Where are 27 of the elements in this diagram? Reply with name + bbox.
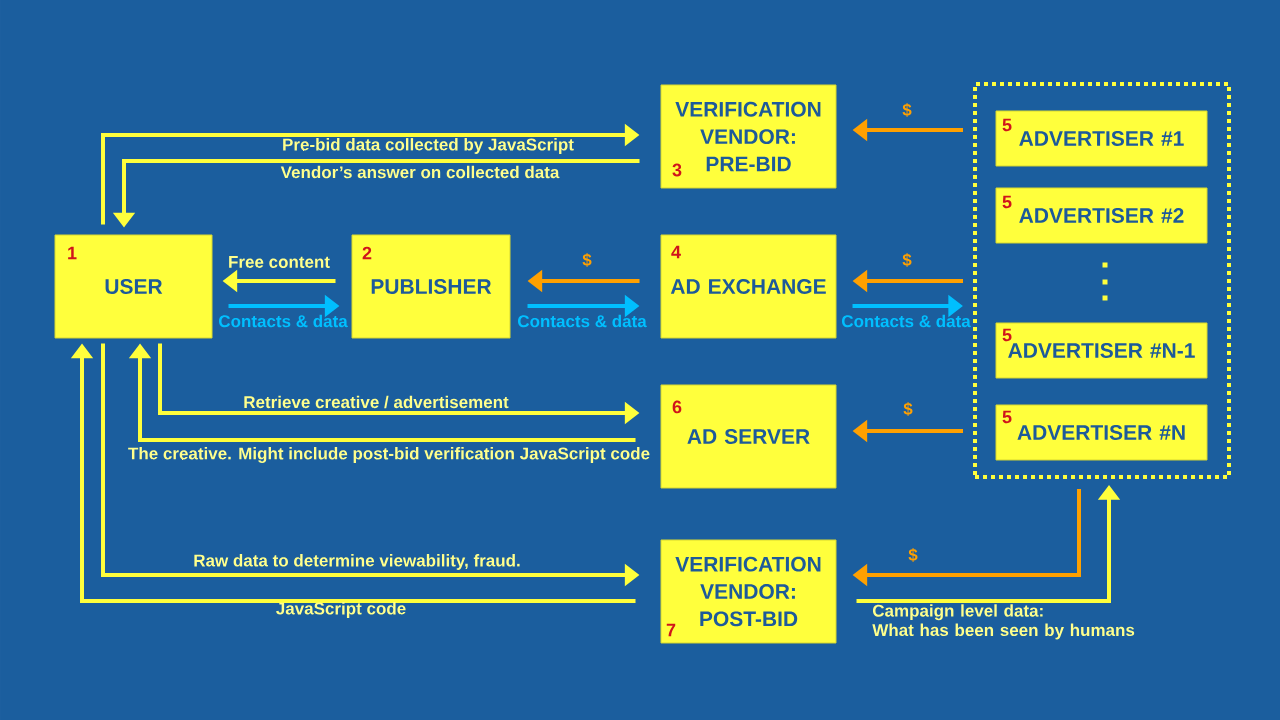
edge-label: Contacts & data [518,314,647,328]
edge-label: $ [908,548,918,562]
callout-number: 3 [672,163,682,177]
edge-label: Retrieve creative / advertisement [244,395,509,409]
edge-label: JavaScript code [276,602,406,618]
callout-number: 2 [362,246,372,260]
edge-label: $ [902,253,912,267]
dotted-group-frame [973,82,1231,479]
edge-label: $ [903,402,913,416]
callout-number: 5 [1002,410,1012,424]
edge-label: Contacts & data [842,314,971,328]
callout-number: 5 [1002,195,1012,209]
edge-label: Pre-bid data collected by JavaScript [283,138,574,154]
callout-number: 5 [1002,328,1012,342]
edge-label: The creative. Might include post-bid verification JavaScript code [128,447,650,463]
callout-number: 6 [672,400,682,414]
callout-number: 1 [68,246,77,260]
edge-label: Free content [229,256,330,268]
callout-number: 4 [671,245,681,259]
callout-number: 7 [666,623,676,637]
edge-label: $ [582,253,592,267]
edge-label: Campaign level data: What has been seen by humans [872,604,1135,640]
edge-label: $ [902,103,912,117]
edge-label: Raw data to determine viewability, fraud. [194,554,520,570]
edge-label: Contacts & data [219,314,348,328]
callout-number: 5 [1002,118,1012,132]
edge-label: Vendor’s answer on collected data [280,165,560,179]
